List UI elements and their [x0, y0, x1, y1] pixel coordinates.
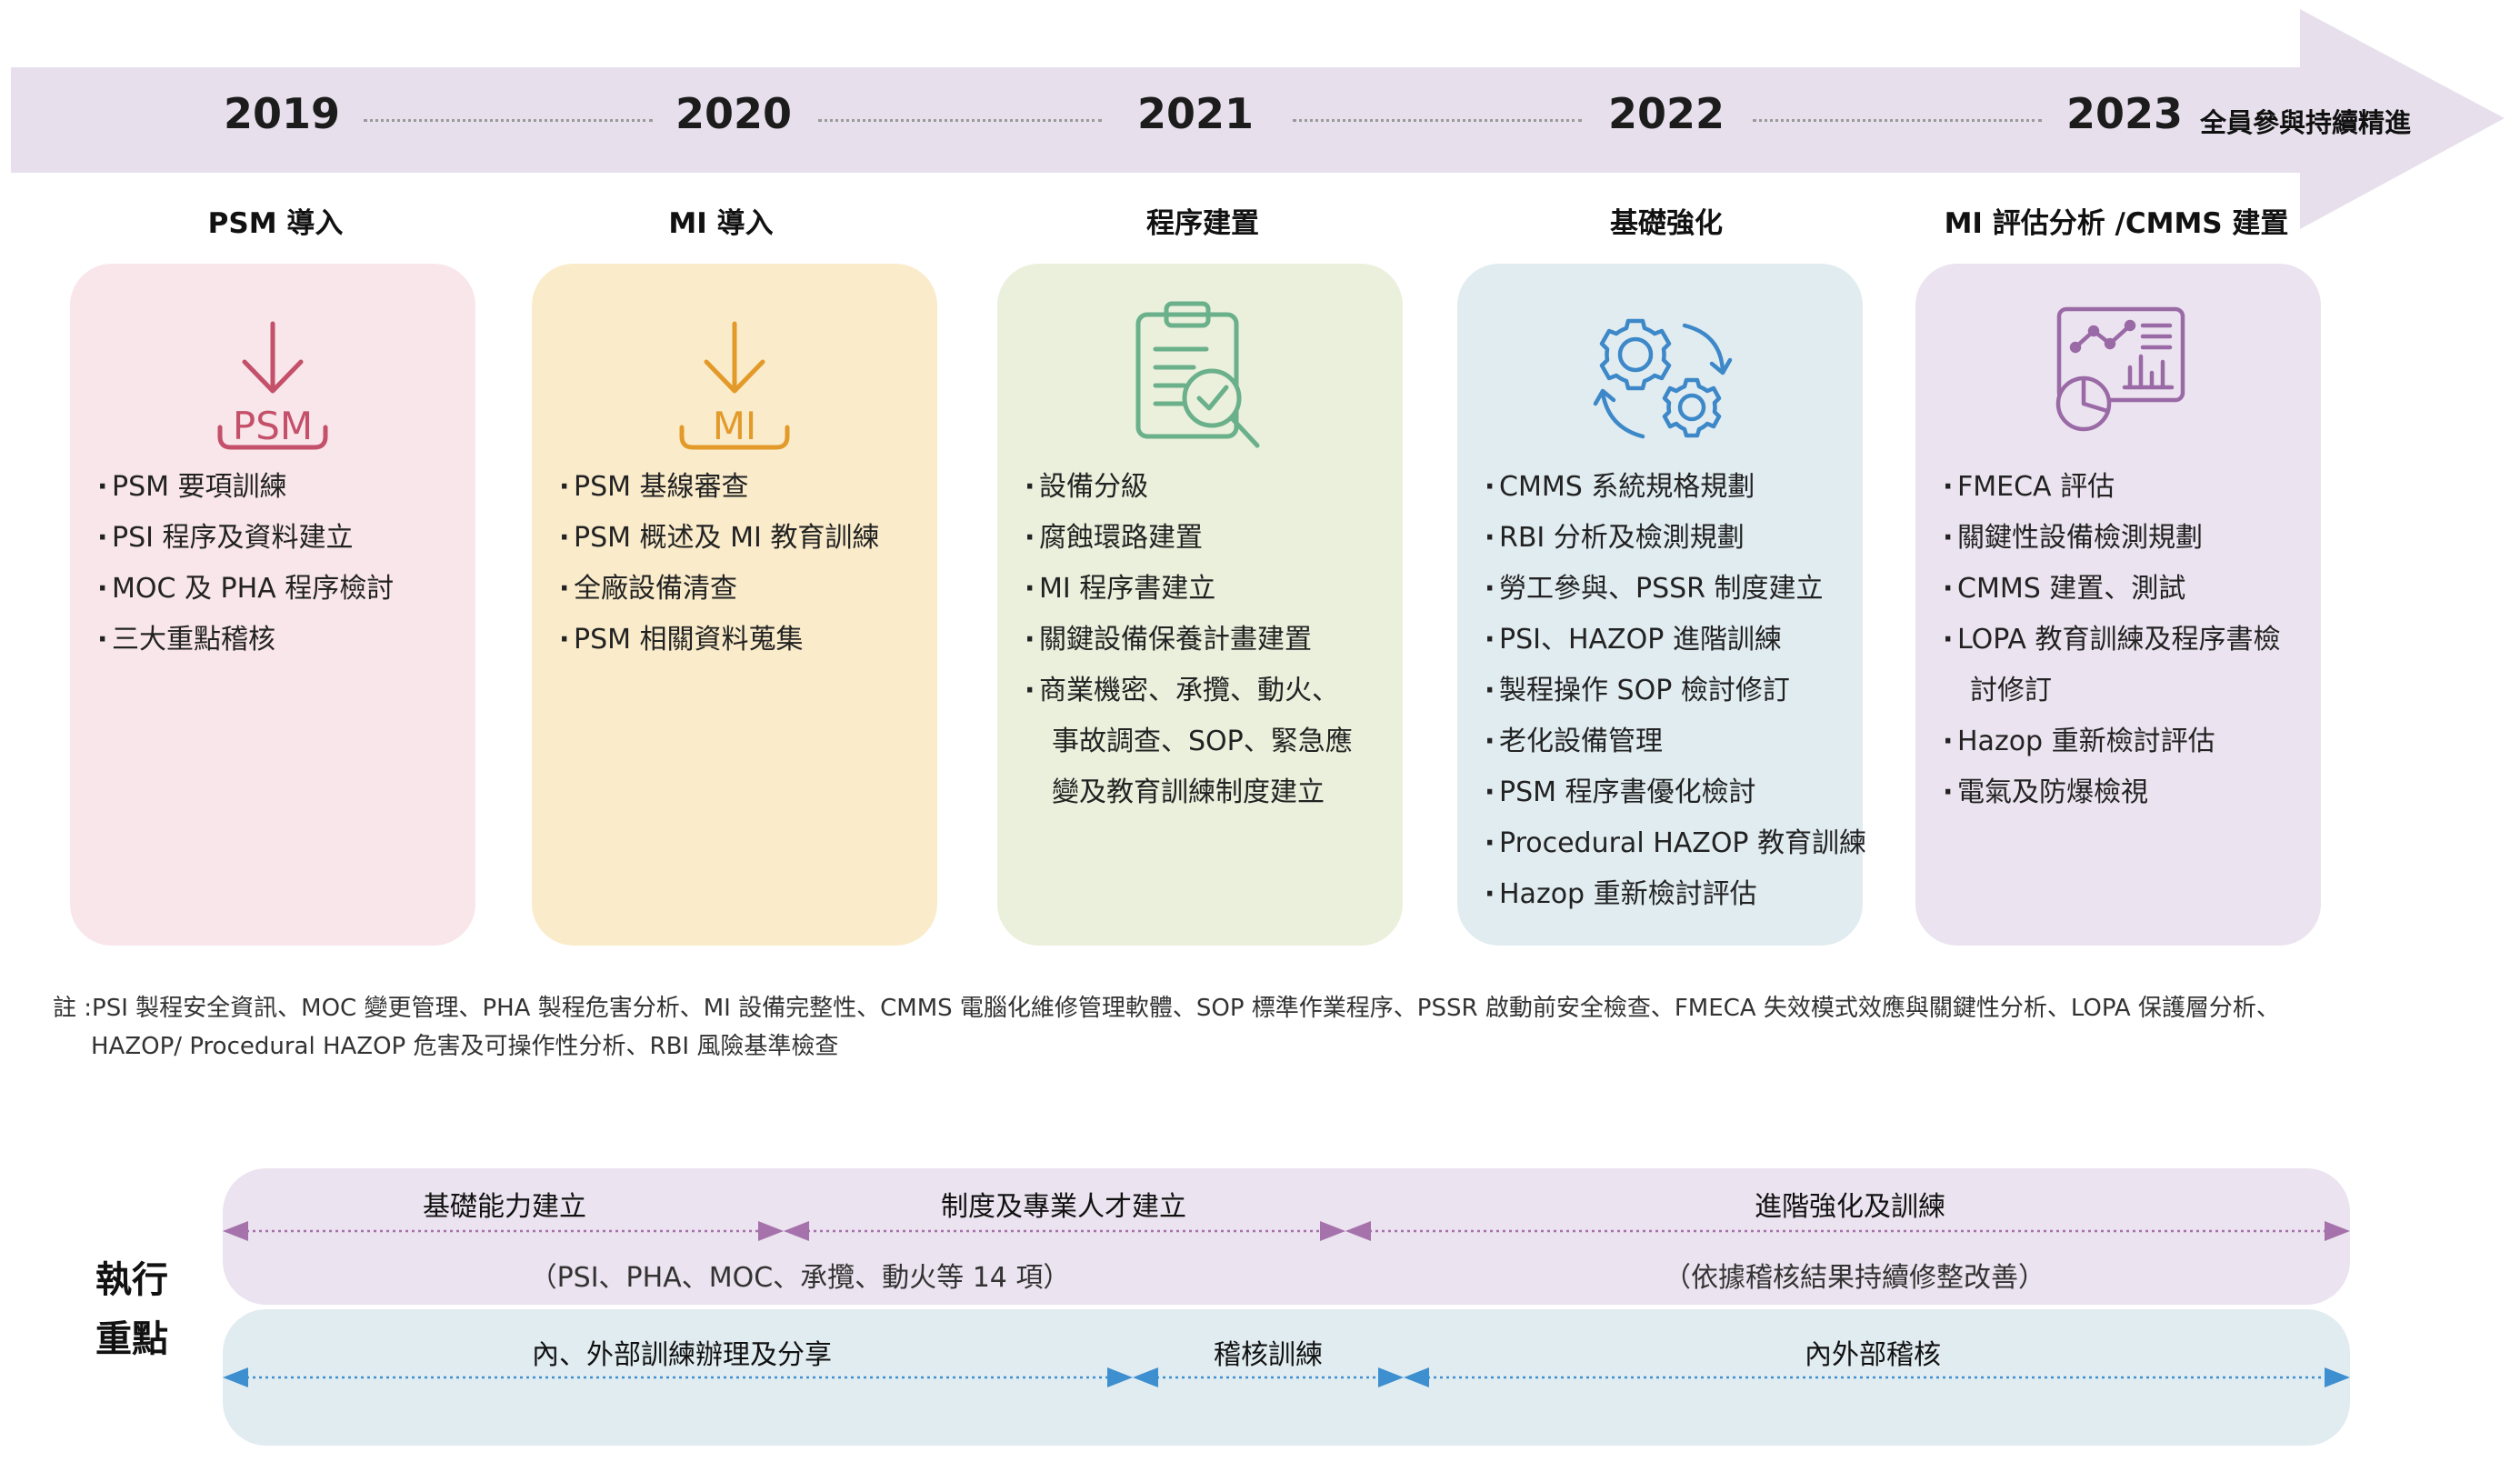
list-item: ·老化設備管理 [1485, 726, 1663, 757]
band1-arrow-advanced [1345, 1221, 2350, 1241]
band1-segment-foundation: 基礎能力建立 [423, 1191, 586, 1223]
list-item: ·三大重點稽核 [97, 624, 275, 656]
list-item: ·腐蝕環路建置 [1025, 522, 1203, 554]
notes-line-1: 註 :PSI 製程安全資訊、MOC 變更管理、PHA 製程危害分析、MI 設備完… [53, 995, 2280, 1022]
timeline-arrow [11, 9, 2505, 229]
timeline-connector [364, 119, 653, 122]
band1-sub-left: （PSI、PHA、MOC、承攬、動火等 14 項） [529, 1262, 1071, 1294]
list-item: ·FMECA 評估 [1943, 471, 2115, 503]
band2-segment-audit-training: 稽核訓練 [1214, 1339, 1323, 1371]
download-arrow-icon: PSM [217, 321, 328, 450]
psm-icon-label: PSM [233, 404, 313, 448]
band1-sub-right: （依據稽核結果持續修整改善） [1664, 1262, 2045, 1294]
phase-title-2020: MI 導入 [668, 207, 774, 240]
list-item: ·PSM 程序書優化檢討 [1485, 776, 1756, 808]
list-item: ·PSM 相關資料蒐集 [559, 624, 804, 656]
list-item: ·關鍵性設備檢測規劃 [1943, 522, 2203, 554]
phase-card-mi: MI ·PSM 基線審查 ·PSM 概述及 MI 教育訓練 ·全廠設備清查 ·P… [532, 264, 937, 946]
execution-band-capability [223, 1168, 2350, 1305]
clipboard-search-icon [1135, 301, 1260, 448]
timeline-tagline: 全員參與持續精進 [2200, 107, 2412, 138]
list-item-continuation: 變及教育訓練制度建立 [1052, 776, 1325, 808]
phase-card-psm: PSM ·PSM 要項訓練 ·PSI 程序及資料建立 ·MOC 及 PHA 程序… [70, 264, 475, 946]
list-item: ·Procedural HAZOP 教育訓練 [1485, 827, 1867, 859]
download-arrow-icon: MI [679, 321, 790, 450]
list-item: ·MOC 及 PHA 程序檢討 [97, 573, 395, 605]
mi-icon-label: MI [713, 404, 757, 448]
list-item: ·Hazop 重新檢討評估 [1943, 726, 2215, 757]
phase-card-mi-assessment: ·FMECA 評估 ·關鍵性設備檢測規劃 ·CMMS 建置、測試 ·LOPA 教… [1915, 264, 2321, 946]
band2-arrow-audits [1404, 1367, 2350, 1387]
card-list: ·FMECA 評估 ·關鍵性設備檢測規劃 ·CMMS 建置、測試 ·LOPA 教… [1943, 462, 2308, 818]
band1-arrow-system [784, 1221, 1345, 1241]
year-2021: 2021 [1136, 89, 1255, 138]
phase-title-2019: PSM 導入 [207, 207, 344, 240]
list-item: ·全廠設備清查 [559, 573, 737, 605]
list-item: ·PSM 概述及 MI 教育訓練 [559, 522, 880, 554]
band2-arrow-audit-training [1133, 1367, 1404, 1387]
phase-card-foundation: ·CMMS 系統規格規劃 ·RBI 分析及檢測規劃 ·勞工參與、PSSR 制度建… [1457, 264, 1867, 946]
timeline-connector [1293, 119, 1582, 122]
phase-title-2022: 基礎強化 [1610, 207, 1723, 240]
list-item: ·PSM 基線審查 [559, 471, 749, 503]
band2-segment-audits: 內外部稽核 [1805, 1339, 1941, 1371]
card-list: ·CMMS 系統規格規劃 ·RBI 分析及檢測規劃 ·勞工參與、PSSR 制度建… [1485, 462, 1867, 920]
list-item: ·LOPA 教育訓練及程序書檢 [1943, 624, 2281, 656]
list-item: ·MI 程序書建立 [1025, 573, 1216, 605]
list-item: ·勞工參與、PSSR 制度建立 [1485, 573, 1824, 605]
year-2020: 2020 [675, 89, 793, 138]
list-item: ·設備分級 [1025, 471, 1148, 503]
band1-arrow-foundation [223, 1221, 784, 1241]
analytics-dashboard-icon [2055, 306, 2185, 432]
list-item: ·PSI、HAZOP 進階訓練 [1485, 624, 1782, 656]
execution-label-line2: 重點 [95, 1318, 168, 1360]
phase-title-2023: MI 評估分析 /CMMS 建置 [1944, 207, 2289, 240]
year-2023: 2023 [2065, 89, 2184, 138]
timeline-connector [818, 119, 1102, 122]
band1-segment-advanced: 進階強化及訓練 [1755, 1191, 1945, 1223]
list-item: ·PSM 要項訓練 [97, 471, 287, 503]
gears-cycle-icon [1593, 318, 1733, 439]
list-item: ·電氣及防爆檢視 [1943, 776, 2148, 808]
list-item: ·PSI 程序及資料建立 [97, 522, 354, 554]
card-list: ·設備分級 ·腐蝕環路建置 ·MI 程序書建立 ·關鍵設備保養計畫建置 ·商業機… [1025, 462, 1390, 818]
list-item: ·商業機密、承攬、動火、 [1025, 675, 1339, 706]
card-list: ·PSM 要項訓練 ·PSI 程序及資料建立 ·MOC 及 PHA 程序檢討 ·… [97, 462, 463, 666]
band2-arrow-training [223, 1367, 1133, 1387]
phase-card-procedures: ·設備分級 ·腐蝕環路建置 ·MI 程序書建立 ·關鍵設備保養計畫建置 ·商業機… [997, 264, 1403, 946]
list-item: ·CMMS 系統規格規劃 [1485, 471, 1755, 503]
band1-segment-system: 制度及專業人才建立 [941, 1191, 1186, 1223]
card-list: ·PSM 基線審查 ·PSM 概述及 MI 教育訓練 ·全廠設備清查 ·PSM … [559, 462, 925, 666]
execution-label-line1: 執行 [95, 1259, 168, 1301]
list-item: ·製程操作 SOP 檢討修訂 [1485, 675, 1790, 706]
list-item-continuation: 事故調查、SOP、緊急應 [1052, 726, 1353, 757]
list-item: ·Hazop 重新檢討評估 [1485, 878, 1757, 910]
notes-line-2: HAZOP/ Procedural HAZOP 危害及可操作性分析、RBI 風險… [91, 1033, 839, 1060]
phase-title-2021: 程序建置 [1146, 207, 1259, 240]
year-2019: 2019 [223, 89, 341, 138]
band2-segment-internal-external-training: 內、外部訓練辦理及分享 [532, 1339, 832, 1371]
list-item-continuation: 討修訂 [1970, 675, 2052, 706]
list-item: ·關鍵設備保養計畫建置 [1025, 624, 1312, 656]
timeline-connector [1753, 119, 2042, 122]
list-item: ·CMMS 建置、測試 [1943, 573, 2186, 605]
year-2022: 2022 [1607, 89, 1725, 138]
abbreviation-notes: 註 :PSI 製程安全資訊、MOC 變更管理、PHA 製程危害分析、MI 設備完… [53, 989, 2489, 1066]
list-item: ·RBI 分析及檢測規劃 [1485, 522, 1745, 554]
